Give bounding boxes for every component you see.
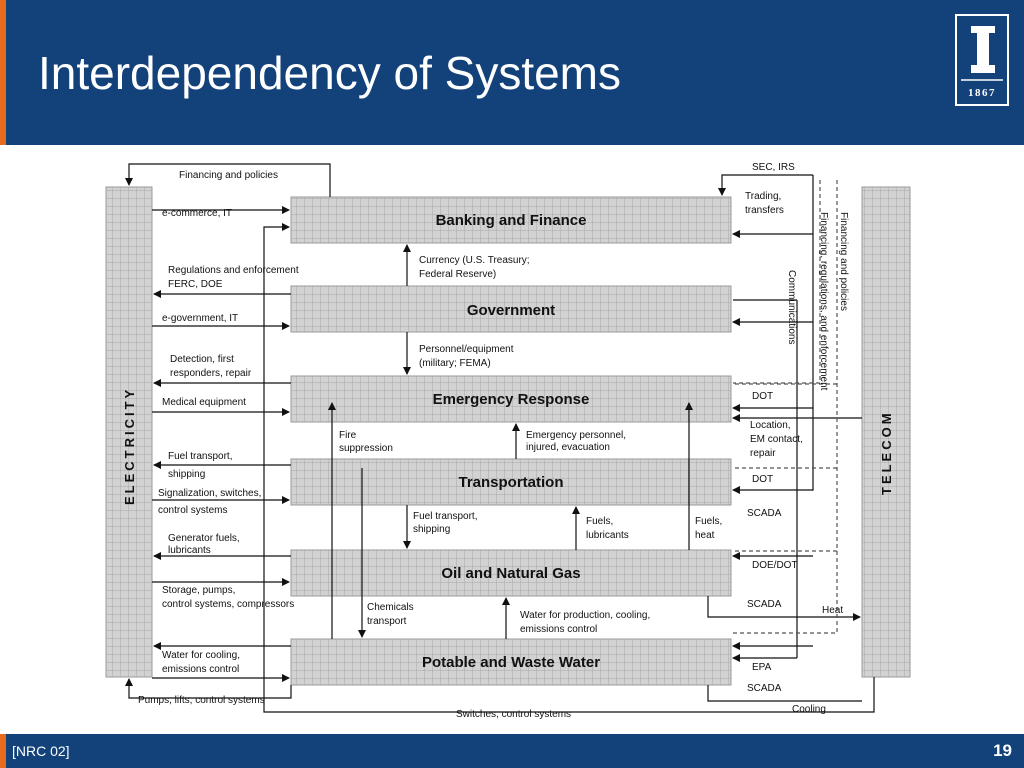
label: FERC, DOE [168, 279, 223, 290]
logo-year: 1867 [968, 87, 996, 99]
label: (military; FEMA) [419, 358, 491, 369]
sector-label: Emergency Response [433, 391, 590, 408]
label: DOE/DOT [752, 560, 798, 571]
label: Water for cooling, [162, 650, 240, 661]
diagram-svg: ELECTRICITY TELECOM Banking and Finance … [105, 162, 911, 720]
label: Regulations and enforcement [168, 265, 299, 276]
label: SCADA [747, 599, 782, 610]
label: Fuels, [586, 516, 613, 527]
label: control systems, compressors [162, 599, 294, 610]
telecom-label: TELECOM [879, 410, 894, 495]
label: Personnel/equipment [419, 344, 514, 355]
sector-government: Government [290, 285, 732, 333]
sector-label: Potable and Waste Water [422, 654, 600, 671]
label: Fuel transport, [168, 451, 232, 462]
label: Chemicals [367, 602, 414, 613]
label: shipping [168, 469, 205, 480]
label: Location, [750, 420, 791, 431]
label: SEC, IRS [752, 162, 795, 173]
communications-label: Communications [786, 270, 797, 344]
label: repair [750, 448, 776, 459]
label: transfers [745, 205, 784, 216]
label: Fuels, [695, 516, 722, 527]
label: DOT [752, 474, 773, 485]
sector-banking: Banking and Finance [290, 196, 732, 244]
label: shipping [413, 524, 450, 535]
label: emissions control [520, 624, 597, 635]
label: lubricants [168, 545, 211, 556]
label: Water for production, cooling, [520, 610, 650, 621]
label: Cooling [792, 704, 826, 715]
label: Medical equipment [162, 397, 246, 408]
citation: [NRC 02] [12, 743, 70, 759]
electricity-bar [105, 186, 153, 678]
sector-label: Oil and Natural Gas [441, 565, 580, 582]
label: SCADA [747, 683, 782, 694]
sector-label: Government [467, 302, 555, 319]
sector-label: Transportation [458, 474, 563, 491]
label: Pumps, lifts, control systems [138, 695, 265, 706]
dashed-connector-lines [733, 180, 838, 634]
label: Switches, control systems [456, 709, 571, 720]
label: Signalization, switches, [158, 488, 261, 499]
label: EM contact, [750, 434, 803, 445]
label: Storage, pumps, [162, 585, 235, 596]
page-number: 19 [993, 741, 1012, 760]
label: Detection, first [170, 354, 234, 365]
connector-lines [125, 163, 875, 713]
left-labels: Financing and policies e-commerce, IT Re… [138, 170, 571, 720]
label: heat [695, 530, 715, 541]
logo-column-top [971, 26, 995, 33]
label: Emergency personnel, [526, 430, 626, 441]
label: Trading, [745, 191, 781, 202]
label: Generator fuels, [168, 533, 240, 544]
label: control systems [158, 505, 227, 516]
label: Fire [339, 430, 357, 441]
label: responders, repair [170, 368, 252, 379]
label: Currency (U.S. Treasury; [419, 255, 530, 266]
label: lubricants [586, 530, 629, 541]
label: injured, evacuation [526, 442, 610, 453]
logo-column-base [971, 65, 995, 73]
label: e-government, IT [162, 313, 238, 324]
label: Federal Reserve) [419, 269, 496, 280]
financing-policies-label: Financing and policies [838, 212, 849, 311]
sector-oil-gas: Oil and Natural Gas [290, 549, 732, 597]
label: transport [367, 616, 407, 627]
right-labels: SEC, IRS Trading, transfers DOT Location… [745, 162, 843, 715]
footer-accent-bar [0, 734, 6, 768]
header-accent-bar [0, 0, 6, 145]
center-labels: Currency (U.S. Treasury; Federal Reserve… [339, 255, 722, 635]
slide-header [0, 0, 1024, 145]
telecom-bar [861, 186, 911, 678]
label: DOT [752, 391, 773, 402]
label: Heat [822, 605, 843, 616]
sector-label: Banking and Finance [436, 212, 587, 229]
label: suppression [339, 443, 393, 454]
label: Fuel transport, [413, 511, 477, 522]
interdependency-diagram: ELECTRICITY TELECOM Banking and Finance … [104, 150, 916, 728]
label: emissions control [162, 664, 239, 675]
label: EPA [752, 662, 772, 673]
sector-transportation: Transportation [290, 458, 732, 506]
label: e-commerce, IT [162, 208, 232, 219]
slide-footer [0, 734, 1024, 768]
label: SCADA [747, 508, 782, 519]
slide-title: Interdependency of Systems [38, 47, 621, 99]
label: Financing and policies [179, 170, 278, 181]
logo-column-shaft [977, 33, 989, 65]
electricity-label: ELECTRICITY [122, 387, 137, 505]
sector-water: Potable and Waste Water [290, 638, 732, 686]
financing-regulations-label: Financing, regulations, and enforcement [818, 212, 829, 391]
sector-emergency-response: Emergency Response [290, 375, 732, 423]
university-logo: 1867 [955, 14, 1009, 106]
